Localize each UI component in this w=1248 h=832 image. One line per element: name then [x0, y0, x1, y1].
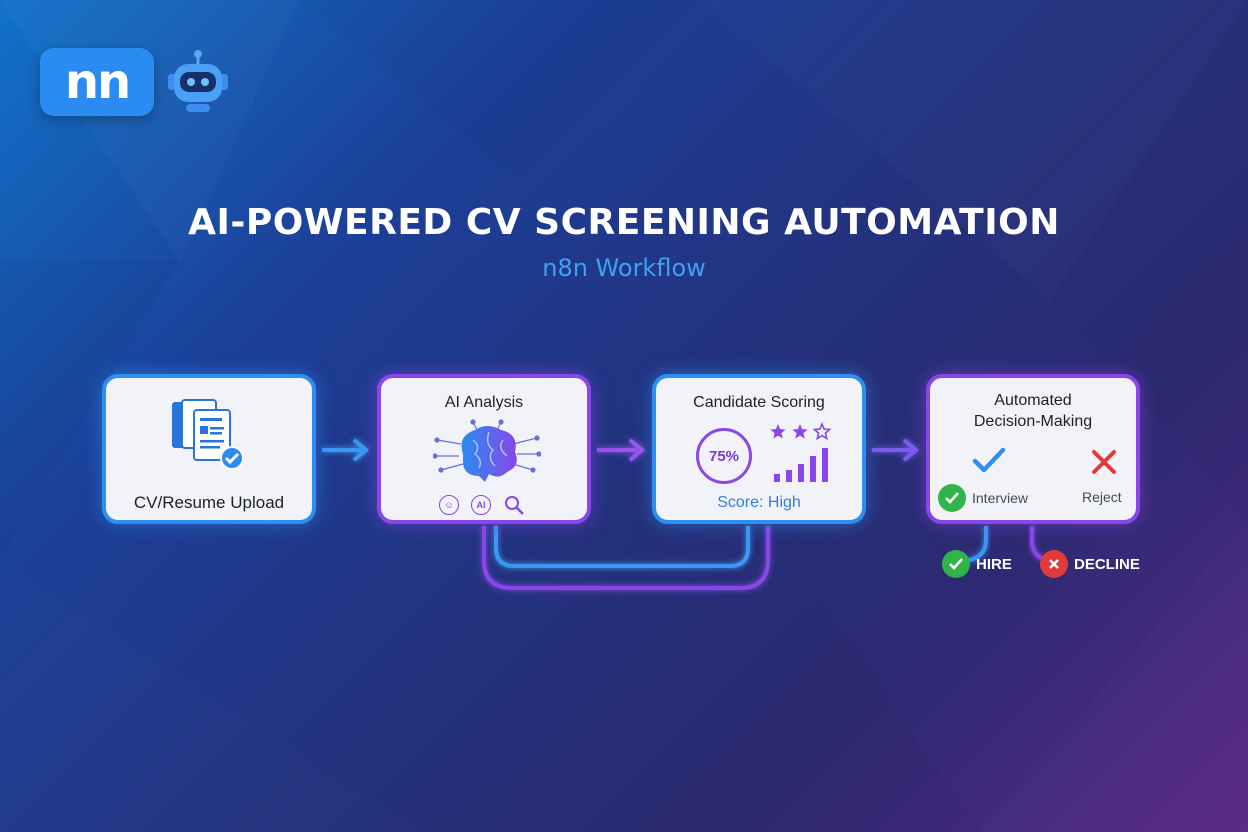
- page-title: AI-POWERED CV SCREENING AUTOMATION: [188, 202, 1060, 243]
- node-cv-upload[interactable]: CV/Resume Upload: [102, 374, 316, 524]
- decline-label: DECLINE: [1074, 555, 1140, 573]
- star-filled-icon: [770, 424, 786, 439]
- star-filled-icon: [792, 424, 808, 439]
- page-subtitle: n8n Workflow: [542, 254, 706, 282]
- bar-chart-icon: [774, 448, 828, 482]
- x-circle-icon: [1040, 550, 1068, 578]
- analysis-tools: ☺ AI: [439, 494, 525, 516]
- node-label: AI Analysis: [444, 394, 524, 411]
- node-label: Candidate Scoring: [693, 394, 825, 411]
- outcome-decline: DECLINE: [1040, 550, 1140, 578]
- interview-option: Interview: [938, 484, 1028, 512]
- reject-label: Reject: [1082, 489, 1122, 505]
- ai-badge-icon: AI: [471, 495, 491, 515]
- rating-stars: [770, 422, 832, 441]
- node-label-line2: Decision-Making: [973, 413, 1093, 430]
- node-candidate-scoring[interactable]: Candidate Scoring 75% Score: High: [652, 374, 866, 524]
- robot-face-icon: ☺: [439, 495, 459, 515]
- node-automated-decision[interactable]: Automated Decision-Making Interview Reje…: [926, 374, 1140, 524]
- score-label: Score: High: [717, 494, 801, 511]
- check-circle-icon: [942, 550, 970, 578]
- checkmark-icon: [972, 447, 1006, 473]
- outcome-hire: HIRE: [942, 550, 1012, 578]
- cross-icon: [1092, 450, 1116, 474]
- node-label: CV/Resume Upload: [133, 493, 285, 512]
- check-circle-icon: [938, 484, 966, 512]
- logo: nn: [40, 46, 234, 118]
- star-empty-icon: [812, 422, 832, 441]
- hire-label: HIRE: [976, 555, 1012, 573]
- brain-circuit-icon: [433, 419, 541, 482]
- document-check-icon: [172, 399, 244, 470]
- node-ai-analysis[interactable]: AI Analysis ☺ AI: [377, 374, 591, 524]
- node-label: Automated Decision-Making: [930, 390, 1136, 432]
- interview-label: Interview: [972, 490, 1029, 506]
- n8n-logo: nn: [40, 48, 154, 116]
- score-percent-ring: 75%: [696, 428, 752, 484]
- robot-icon: [168, 50, 228, 112]
- magnifier-icon: [505, 496, 524, 515]
- node-label-line1: Automated: [994, 392, 1072, 409]
